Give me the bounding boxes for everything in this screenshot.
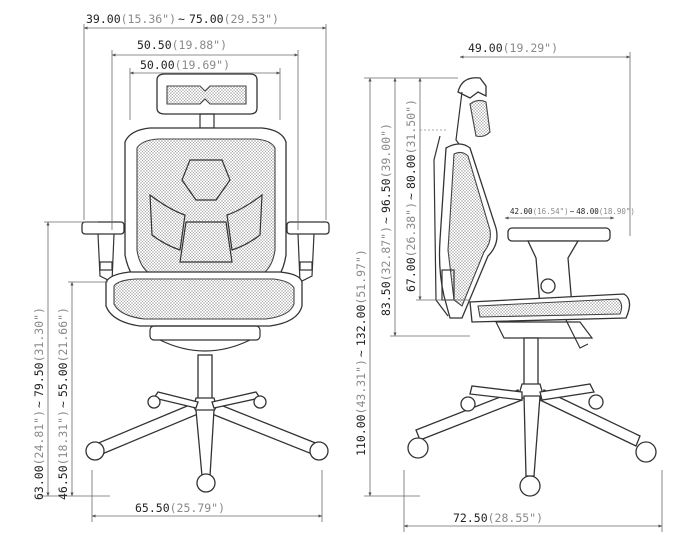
dim-label-base-depth: 72.50(28.55") [453,511,543,525]
dim-label-armrest-height: 63.00(24.81")~79.50(31.30") [32,307,46,500]
backrest [124,127,287,291]
caster-wheel [147,395,161,409]
base [85,391,329,493]
caster-wheel [460,396,476,412]
dim-label-back-height-inner: 67.00(26.38")~80.00(31.50") [404,99,418,292]
caster-wheel [519,475,541,497]
dim-label-headrest-width: 50.00(19.69") [140,58,230,72]
side-seat [469,293,631,349]
dim-label-depth: 49.00(19.29") [468,41,558,55]
side-base [407,383,657,497]
caster-wheel [85,441,105,461]
dim-label-seat-depth: 42.00(16.54")~48.00(18.90") [510,207,635,216]
gas-lift [197,354,213,402]
caster-wheel [588,394,604,410]
caster-wheel [407,437,429,459]
left-armrest [81,221,125,283]
front-view-chair [81,73,330,493]
caster-wheel [196,473,216,493]
side-armrest [507,227,611,307]
dim-label-base-width: 65.50(25.79") [135,501,225,515]
right-armrest [286,221,330,283]
caster-wheel [309,441,329,461]
headrest [156,73,258,129]
side-headrest [455,77,491,149]
dim-label-back-height-outer: 83.50(32.87")~96.50(39.00") [379,123,393,316]
side-gas-lift [523,337,539,387]
dim-label-width-range: 39.00(15.36")~75.00(29.53") [86,12,279,26]
side-view-chair [407,77,657,497]
dim-label-seat-height: 46.50(18.31")~55.00(21.66") [56,307,70,500]
dim-label-armrest-width: 50.50(19.88") [137,38,227,52]
dim-label-total-height: 110.00(43.31")~132.00(51.97") [354,249,368,456]
seat [105,271,303,352]
caster-wheel [635,441,657,463]
dimension-lines [40,24,663,532]
side-backrest [433,135,498,319]
caster-wheel [253,395,267,409]
